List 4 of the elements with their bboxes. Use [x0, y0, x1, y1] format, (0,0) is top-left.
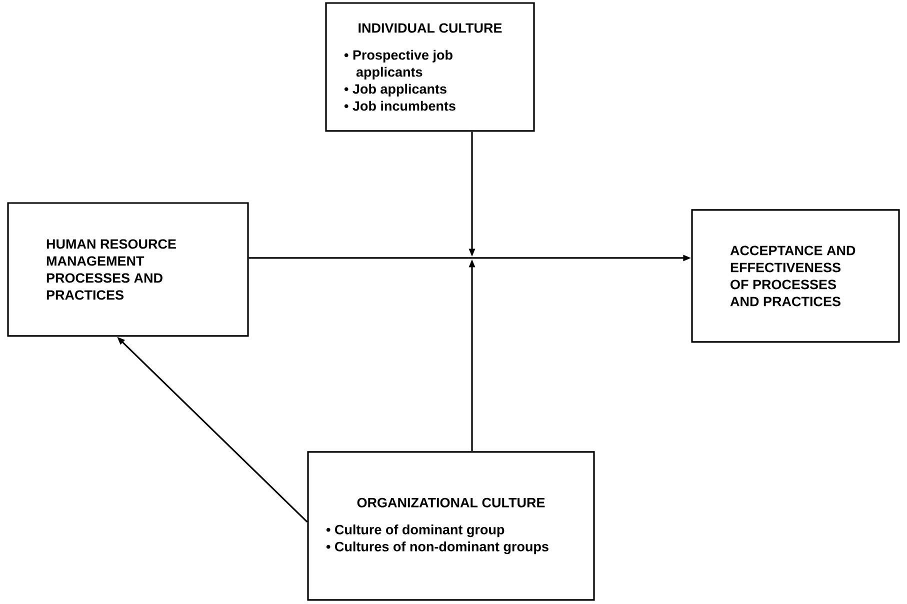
text-box: ORGANIZATIONAL CULTURE • Culture of dominant group • Cultures of non-dominant groups — [307, 451, 595, 601]
text-box: INDIVIDUAL CULTURE • Prospective job applicants • Job applicants • Job incumbents — [325, 2, 535, 132]
text-box: HUMAN RESOURCE MANAGEMENT PROCESSES AND PRACTICES — [7, 202, 249, 337]
text-box: ACCEPTANCE AND EFFECTIVENESS OF PROCESSES AND PRACTICES — [691, 209, 900, 343]
